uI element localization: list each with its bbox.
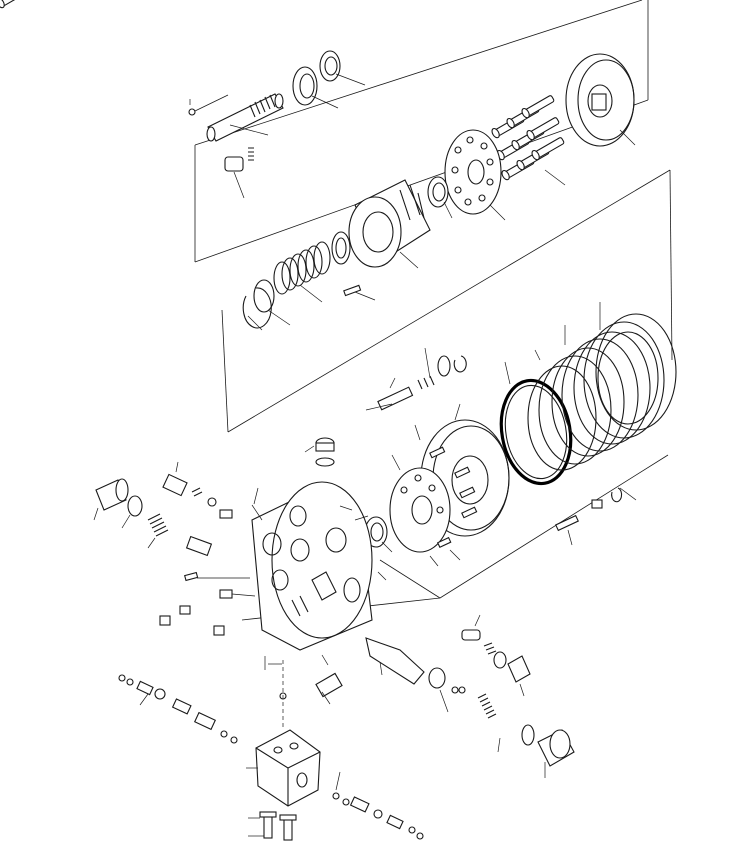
spring-set [273,231,351,303]
hex-bolt-lower [315,672,343,705]
small-pin-1 [188,94,229,116]
o-ring-large [499,361,573,486]
valve-plate [444,129,506,221]
guide-pins [429,446,478,548]
cylinder-bearing [427,176,453,219]
leader-ticks [264,505,461,670]
check-valve-top-left [162,461,233,519]
fittings-bottom-chain [332,771,424,840]
plug-top [304,437,335,467]
drive-shaft [206,93,284,142]
motor-housing [251,481,373,651]
fittings-left-chain [118,674,238,744]
relief-valve-lower [458,686,575,778]
bolt-set [0,0,566,186]
middle-group-frame [221,169,673,433]
bottom-bolts [248,811,297,841]
valve-block [246,729,321,807]
check-valve-right [461,614,531,697]
bearing-1 [292,50,366,109]
snap-ring-1 [242,279,291,331]
small-bolts-left [159,571,256,636]
lower-shaft-spool [365,637,459,713]
friction-plates [527,302,677,471]
end-cover [565,53,636,147]
right-side-pins [555,487,637,546]
pipe-connector-vertical [268,660,287,730]
relief-valve-left [93,478,213,557]
pin-2 [343,284,376,301]
piston-plate [389,454,451,553]
cylinder-block [348,179,431,269]
spring-plunger [224,147,254,199]
relief-spool [365,347,467,411]
